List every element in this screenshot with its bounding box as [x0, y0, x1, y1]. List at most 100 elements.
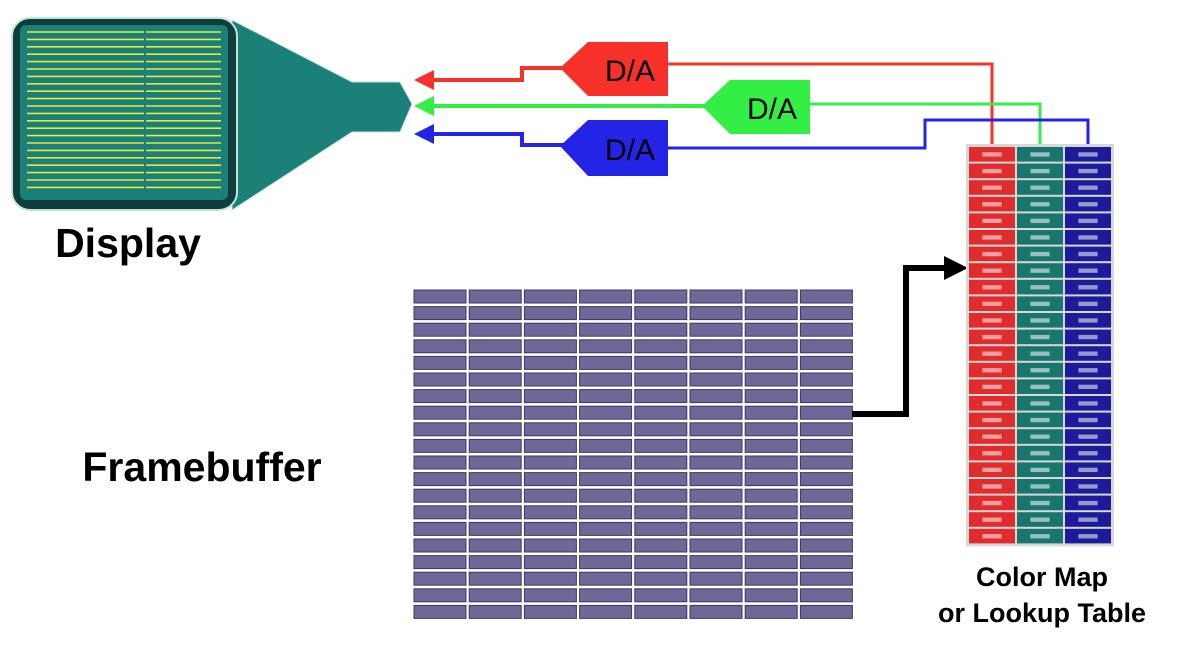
- lut-cell-value-mark: [982, 202, 1002, 207]
- framebuffer-cell: [744, 322, 798, 337]
- lut-cell-value-mark: [982, 451, 1002, 456]
- framebuffer-cell: [744, 521, 798, 536]
- framebuffer-cell: [744, 372, 798, 387]
- lut-cell-value-mark: [982, 401, 1002, 406]
- framebuffer-cell: [744, 538, 798, 553]
- framebuffer-cell: [413, 405, 467, 420]
- framebuffer-cell: [523, 505, 577, 520]
- lut-cell-value-mark: [1030, 467, 1050, 473]
- framebuffer-cell: [634, 306, 688, 321]
- framebuffer-cell: [689, 289, 743, 304]
- framebuffer-cell: [799, 505, 853, 520]
- framebuffer-cell: [468, 538, 522, 553]
- lut-cell-value-mark: [982, 484, 1002, 489]
- da-green-shape: [702, 80, 810, 134]
- framebuffer-cell: [689, 571, 743, 586]
- green-arrowhead: [414, 96, 434, 116]
- lut-cell-value-mark: [1078, 384, 1098, 390]
- framebuffer-cell: [523, 472, 577, 487]
- index-pointer-line: [852, 265, 944, 417]
- blue-arrowhead: [414, 124, 434, 144]
- framebuffer-cell: [523, 588, 577, 603]
- framebuffer-cell: [468, 571, 522, 586]
- framebuffer-cell: [689, 588, 743, 603]
- lut-cell-value-mark: [982, 434, 1002, 439]
- blue-output-wire: [428, 132, 568, 147]
- framebuffer-cell: [413, 438, 467, 453]
- framebuffer-cell: [689, 604, 743, 619]
- framebuffer-cell: [468, 588, 522, 603]
- lut-cell-value-mark: [982, 168, 1002, 174]
- framebuffer-cell: [799, 571, 853, 586]
- da-blue-label: D/A: [605, 134, 655, 167]
- crt-scanlines: [27, 28, 221, 196]
- framebuffer-cell: [523, 455, 577, 470]
- lut-cell-value-mark: [1030, 318, 1050, 323]
- framebuffer-cell: [523, 355, 577, 370]
- framebuffer-cell: [799, 372, 853, 387]
- framebuffer-grid: [413, 289, 853, 619]
- framebuffer-cell: [413, 322, 467, 337]
- framebuffer-cell: [634, 588, 688, 603]
- framebuffer-cell: [799, 339, 853, 354]
- framebuffer-cell: [413, 289, 467, 304]
- da-converter-green: D/A: [702, 80, 810, 134]
- framebuffer-cell: [799, 389, 853, 404]
- framebuffer-cell: [579, 455, 633, 470]
- da-red-label: D/A: [605, 55, 655, 88]
- index-pointer-arrowhead: [944, 256, 968, 280]
- framebuffer-cell: [634, 604, 688, 619]
- framebuffer-cell: [579, 355, 633, 370]
- framebuffer-cell: [799, 438, 853, 453]
- framebuffer-cell: [523, 372, 577, 387]
- lut-cell-value-mark: [982, 384, 1002, 390]
- framebuffer-cell: [413, 604, 467, 619]
- lookup-table: [966, 144, 1114, 547]
- framebuffer-cell: [579, 538, 633, 553]
- framebuffer-cell: [634, 505, 688, 520]
- lut-cell-value-mark: [1030, 484, 1050, 489]
- framebuffer-cell: [744, 604, 798, 619]
- framebuffer-cell: [413, 372, 467, 387]
- lut-cell-value-mark: [982, 251, 1002, 257]
- lut-cell-value-mark: [1078, 368, 1098, 373]
- framebuffer-cell: [468, 405, 522, 420]
- lut-cell-value-mark: [1030, 417, 1050, 423]
- framebuffer-cell: [799, 355, 853, 370]
- lut-cell-value-mark: [1078, 467, 1098, 473]
- framebuffer-cell: [579, 555, 633, 570]
- framebuffer-cell: [468, 521, 522, 536]
- lut-cell-value-mark: [1030, 384, 1050, 390]
- framebuffer-cell: [413, 538, 467, 553]
- lut-cell-value-mark: [1078, 185, 1098, 190]
- crt-screen: [20, 25, 228, 200]
- lookup-table-label: or Lookup Table: [938, 598, 1146, 628]
- framebuffer-cell: [579, 604, 633, 619]
- lut-cell-value-mark: [1030, 500, 1050, 506]
- framebuffer-cell: [523, 289, 577, 304]
- lut-cell-value-mark: [1030, 168, 1050, 174]
- framebuffer-cell: [468, 389, 522, 404]
- framebuffer-label: Framebuffer: [82, 444, 321, 490]
- framebuffer-cell: [468, 455, 522, 470]
- framebuffer-cell: [579, 289, 633, 304]
- lut-cell-value-mark: [1078, 202, 1098, 207]
- lut-cell-value-mark: [982, 500, 1002, 506]
- framebuffer-cell: [579, 372, 633, 387]
- lut-cell-value-mark: [1078, 534, 1098, 539]
- lut-cell-value-mark: [982, 534, 1002, 539]
- framebuffer-cell: [689, 505, 743, 520]
- framebuffer-cell: [634, 372, 688, 387]
- red-output-wire: [428, 66, 568, 82]
- framebuffer-cell: [799, 472, 853, 487]
- framebuffer-cell: [689, 389, 743, 404]
- lut-cell-value-mark: [982, 268, 1002, 273]
- lut-cell-value-mark: [1030, 351, 1050, 356]
- framebuffer-cell: [689, 355, 743, 370]
- framebuffer-cell: [523, 538, 577, 553]
- framebuffer-cell: [468, 372, 522, 387]
- framebuffer-cell: [634, 521, 688, 536]
- framebuffer-cell: [689, 521, 743, 536]
- lut-cell-value-mark: [1030, 251, 1050, 257]
